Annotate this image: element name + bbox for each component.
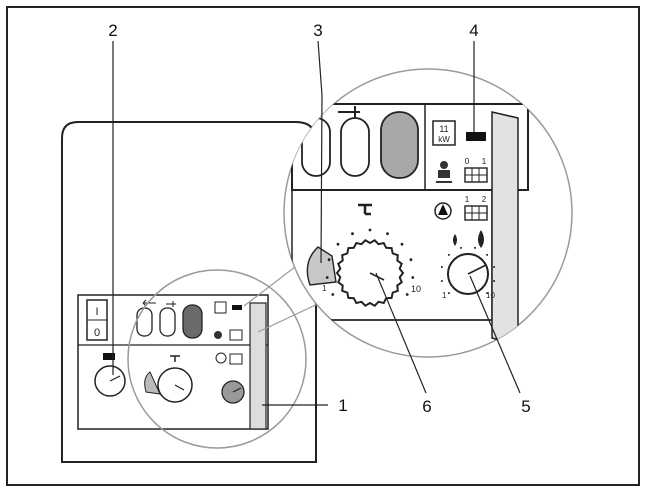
- scale-dot: [331, 293, 335, 296]
- scale-dot: [493, 266, 496, 268]
- hot-water-tap-icon: [358, 203, 372, 216]
- switch-off-label: 0: [94, 327, 100, 339]
- power-rating-badge: [432, 120, 456, 146]
- scale-dot: [400, 242, 404, 246]
- burner-switch-small: [229, 329, 243, 341]
- temperature-dial-max: 10: [486, 291, 495, 300]
- wrench-icon-large: [338, 106, 360, 118]
- panel-side-cover: [249, 302, 267, 430]
- flame-large-icon: [478, 230, 484, 248]
- magnified-panel: 11 kW 0 1 1 2: [291, 103, 529, 346]
- status-led-indicator: [466, 132, 486, 141]
- power-rating-icon-small: [214, 301, 227, 314]
- scale-dot: [474, 246, 476, 249]
- scale-dot: [405, 293, 409, 296]
- power-badge-value: 11: [439, 124, 448, 134]
- power-badge-unit: kW: [438, 135, 450, 144]
- scale-dot: [411, 276, 415, 279]
- tap-icon-small: [170, 355, 180, 362]
- burner-switch-pos-1: 1: [482, 157, 487, 166]
- hot-water-dial-scale: [325, 228, 415, 296]
- scale-dot: [486, 253, 489, 256]
- callout-3: 3: [313, 21, 322, 40]
- callout-4: 4: [469, 21, 478, 40]
- pump-switch-small: [229, 353, 243, 365]
- panel-button-2-large[interactable]: [340, 117, 370, 177]
- scale-dot: [440, 280, 443, 282]
- temperature-dial-pointer: [467, 264, 487, 275]
- scale-dot: [486, 292, 489, 295]
- burner-icon-small: [214, 331, 222, 339]
- dial-grip: [306, 246, 337, 286]
- side-cover-large: [491, 111, 519, 346]
- reset-button-large[interactable]: [380, 111, 419, 179]
- scale-dot: [447, 292, 450, 295]
- scale-dot: [493, 280, 496, 282]
- burner-icon: [436, 161, 452, 183]
- status-led-small: [232, 305, 242, 310]
- burner-mode-switch[interactable]: 0 1: [464, 157, 488, 183]
- pump-switch-pos-2: 2: [482, 195, 487, 204]
- wrench-icon: [166, 301, 176, 307]
- temperature-dial-min: 1: [442, 291, 447, 300]
- temperature-dial-scale: [440, 246, 496, 295]
- scale-dot: [325, 276, 329, 279]
- figure-frame: [6, 6, 640, 486]
- dial-grip-small: [144, 371, 161, 395]
- burner-switch-pos-0: 0: [465, 157, 470, 166]
- panel-button-1[interactable]: [136, 307, 153, 337]
- callout-3-leader: [317, 40, 323, 264]
- scale-dot: [447, 253, 450, 256]
- control-panel-small: I 0: [77, 294, 269, 430]
- scale-dot: [409, 258, 413, 262]
- flame-small-icon: [453, 234, 457, 246]
- panel-button-reset[interactable]: [182, 304, 203, 339]
- scale-dot: [440, 266, 443, 268]
- hot-water-dial-max: 10: [411, 284, 421, 294]
- pump-icon-small: [215, 352, 227, 364]
- scale-dot: [368, 228, 372, 232]
- hot-water-dial-min: 1: [322, 284, 327, 293]
- panel-button-2[interactable]: [159, 307, 176, 337]
- scale-dot: [351, 232, 354, 236]
- scale-dot: [327, 258, 331, 262]
- switch-on-label: I: [95, 306, 98, 318]
- main-switch[interactable]: I 0: [86, 299, 108, 341]
- scale-dot: [460, 246, 462, 249]
- pump-icon: [434, 202, 452, 220]
- magnifier-circle-small: [127, 269, 307, 449]
- pump-switch-pos-1: 1: [465, 195, 470, 204]
- scale-dot: [336, 242, 340, 246]
- scale-dot: [386, 232, 389, 236]
- callout-6-leader: [375, 272, 427, 394]
- thermostat-icon-small: [103, 353, 115, 360]
- callout-2: 2: [108, 21, 117, 40]
- callout-5: 5: [521, 397, 530, 416]
- pump-mode-switch[interactable]: 1 2: [464, 195, 488, 221]
- callout-1: 1: [338, 396, 347, 415]
- callout-6: 6: [422, 397, 431, 416]
- callout-5-leader: [469, 275, 521, 394]
